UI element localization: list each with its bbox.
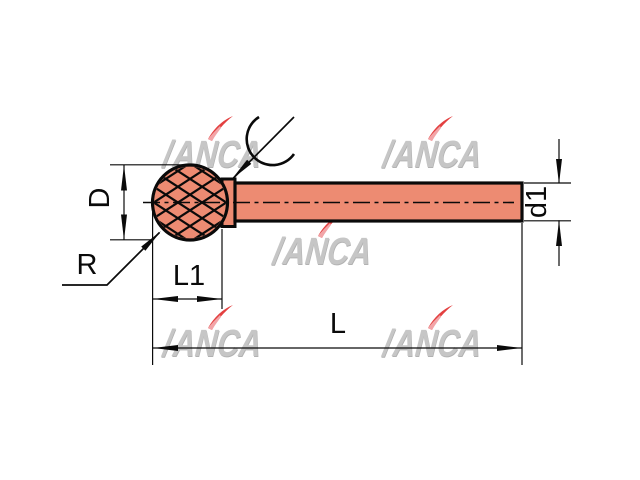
label-overall-length: L [329,308,347,340]
anca-watermark: /ANCA [159,115,280,176]
dim-d1 [556,139,562,266]
arrowhead-left [153,345,178,351]
extension-lines [110,164,571,365]
arrowhead-left [153,296,178,302]
anca-watermark: /ANCA [379,304,500,365]
anca-leaf-icon [428,116,453,141]
leaf-pink-part [208,126,221,141]
arrowhead-up [556,220,562,246]
arrowhead-to-ball [141,231,161,251]
dim-D [121,165,127,240]
label-sphere-radius: R [76,249,98,281]
leaf-pink-part [318,223,331,238]
arrowhead-right [497,345,522,351]
label-shank-diameter: d1 [521,185,553,219]
dim-L1 [153,296,222,302]
anca-leaf-icon [428,305,453,330]
arrowhead-right [197,296,222,302]
anca-leaf-icon [208,305,233,330]
radius-arc [245,115,296,167]
anca-watermark: /ANCA [379,115,500,176]
leaf-pink-part [208,315,221,330]
anca-leaf-icon [208,116,233,141]
radius-leader [62,231,161,286]
arrowhead-up [121,165,127,191]
anca-watermark: /ANCA [269,212,390,273]
arrowhead-down [121,214,127,240]
dim-L [153,345,522,351]
leader-line-R [62,231,161,286]
anca-watermark: /ANCA [159,304,280,365]
leaf-pink-part [428,126,441,141]
label-head-length: L1 [172,260,206,292]
label-head-diameter: D [84,187,116,209]
neck-leader [231,115,296,181]
arrowhead-to-neck [231,159,252,180]
hatch-set-b [154,166,226,239]
arrowhead-down [556,159,562,184]
leaf-pink-part [428,315,441,330]
ball-hatch-pattern [154,166,226,239]
anca-leaf-icon [318,213,343,238]
